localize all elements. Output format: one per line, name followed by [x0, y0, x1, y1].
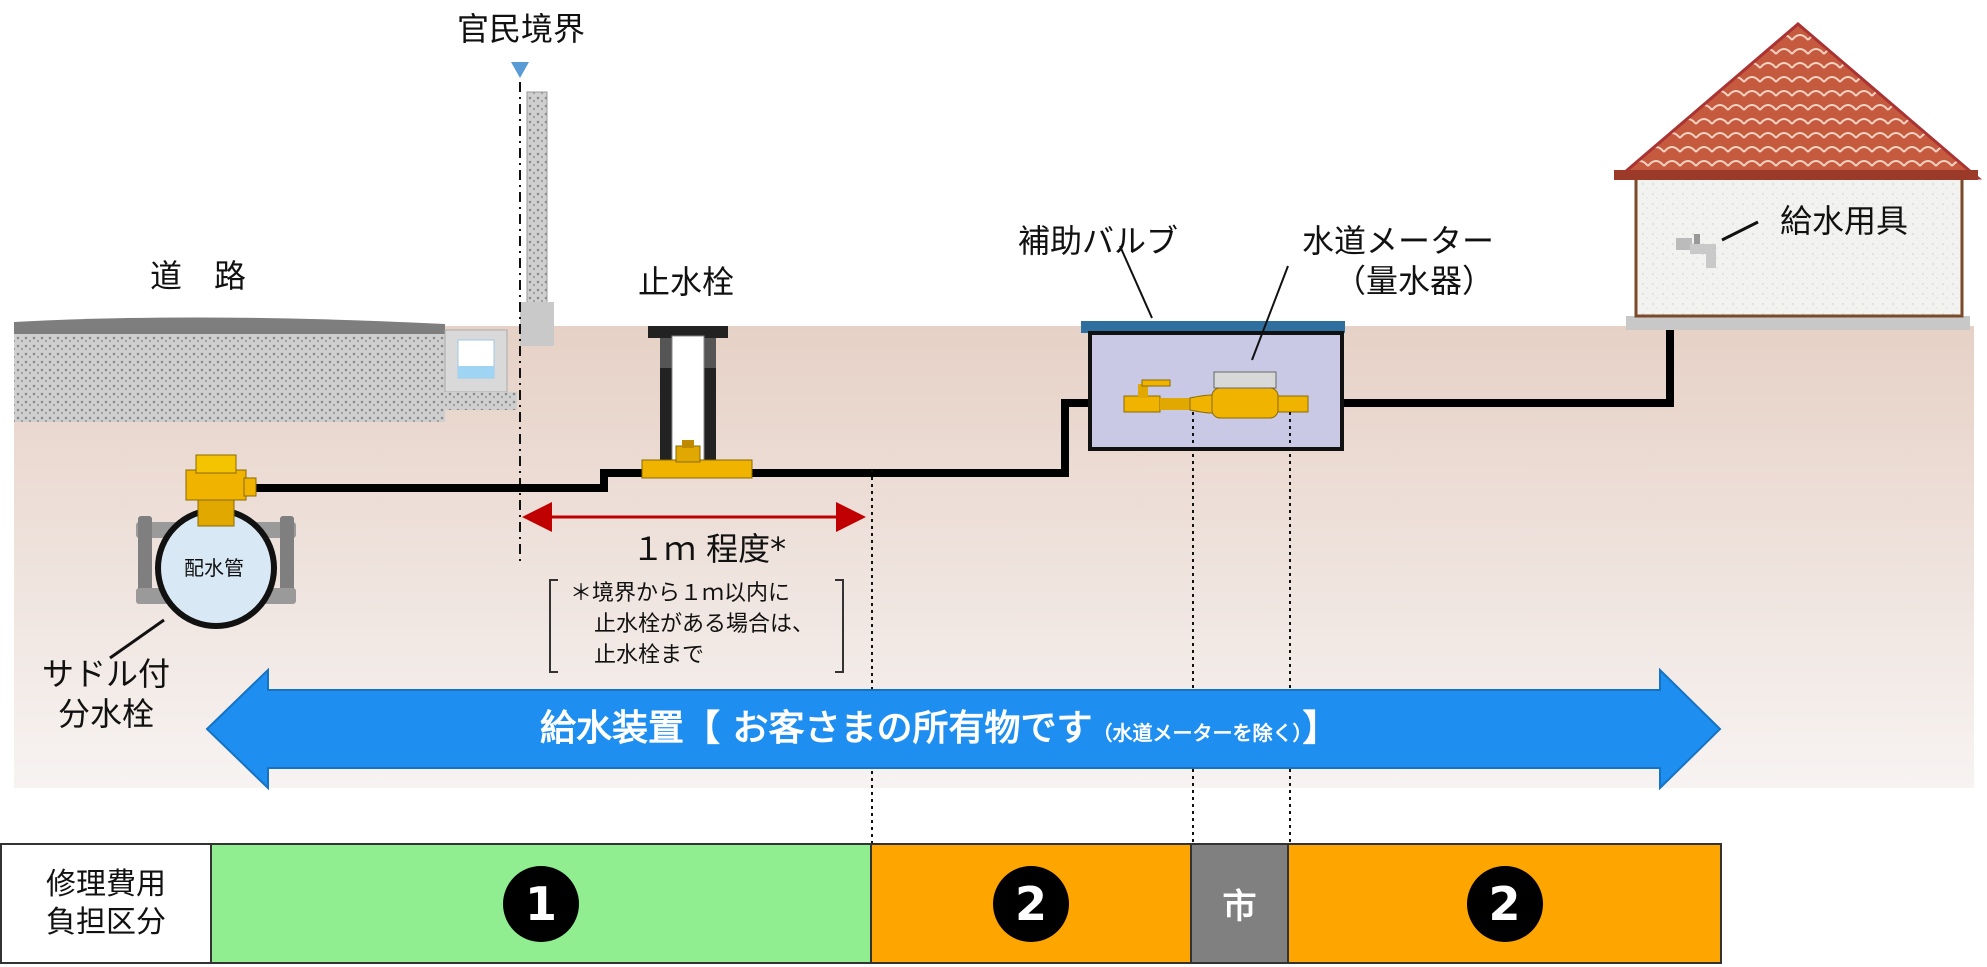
cost-cell-city: 市 [1192, 843, 1289, 964]
cost-cell-customer-2a: 2 [872, 843, 1192, 964]
cost-table-header: 修理費用 負担区分 [0, 843, 212, 964]
service-pipe [250, 251, 1674, 492]
banner-sub: （水道メーターを除く） [1092, 721, 1303, 745]
fixture-leader [1721, 220, 1759, 242]
banner-text: 給水装置【 お客さまの所有物です（水道メーターを除く）】 [540, 706, 1339, 756]
banner-close: 】 [1302, 708, 1339, 749]
road-gravel-edge [445, 392, 517, 410]
main-pipe-label: 配水管 [184, 556, 244, 580]
saddle-label-line2: 分水栓 [58, 695, 155, 733]
distance-label: １ｍ 程度* [632, 530, 787, 568]
cost-share-table: 修理費用 負担区分 1 2 市 2 [0, 843, 1722, 964]
fixture-label: 給水用具 [1780, 202, 1909, 240]
meter-box [1081, 245, 1345, 451]
badge-1: 1 [503, 865, 579, 942]
badge-2a: 2 [993, 865, 1069, 942]
meter-label-line2: （量水器） [1334, 262, 1495, 300]
cost-cell-customer-2b: 2 [1289, 843, 1722, 964]
supply-device-arrow [205, 667, 1722, 791]
stopcock-label: 止水栓 [638, 263, 735, 301]
note-line1: ＊境界から１ｍ以内に [570, 581, 791, 606]
note-line2: 止水栓がある場合は、 [594, 612, 815, 637]
meter-leader [1251, 265, 1289, 361]
house [1613, 22, 1983, 330]
faucet-icon [1676, 234, 1716, 268]
city-label: 市 [1222, 887, 1257, 927]
cost-cell-customer-1: 1 [212, 843, 872, 964]
road-surface [14, 317, 445, 334]
meter-label-line1: 水道メーター [1302, 222, 1495, 260]
cost-header-line1: 修理費用 [46, 866, 166, 902]
badge-2b: 2 [1466, 865, 1543, 942]
valve-leader [1119, 245, 1153, 319]
boundary-wall [526, 91, 548, 305]
saddle-label-line1: サドル付 [42, 655, 171, 693]
banner-main: 給水装置【 お客さまの所有物です [540, 708, 1093, 749]
aux-valve-label: 補助バルブ [1018, 222, 1179, 260]
saddle-leader [109, 618, 165, 660]
road-base [14, 334, 445, 422]
boundary-marker [511, 62, 529, 78]
stopcock-box [641, 326, 753, 479]
note-line3: 止水栓まで [594, 643, 705, 668]
cost-header-line2: 負担区分 [46, 904, 166, 940]
boundary-label: 官民境界 [457, 10, 586, 48]
road-label: 道 路 [150, 257, 247, 295]
